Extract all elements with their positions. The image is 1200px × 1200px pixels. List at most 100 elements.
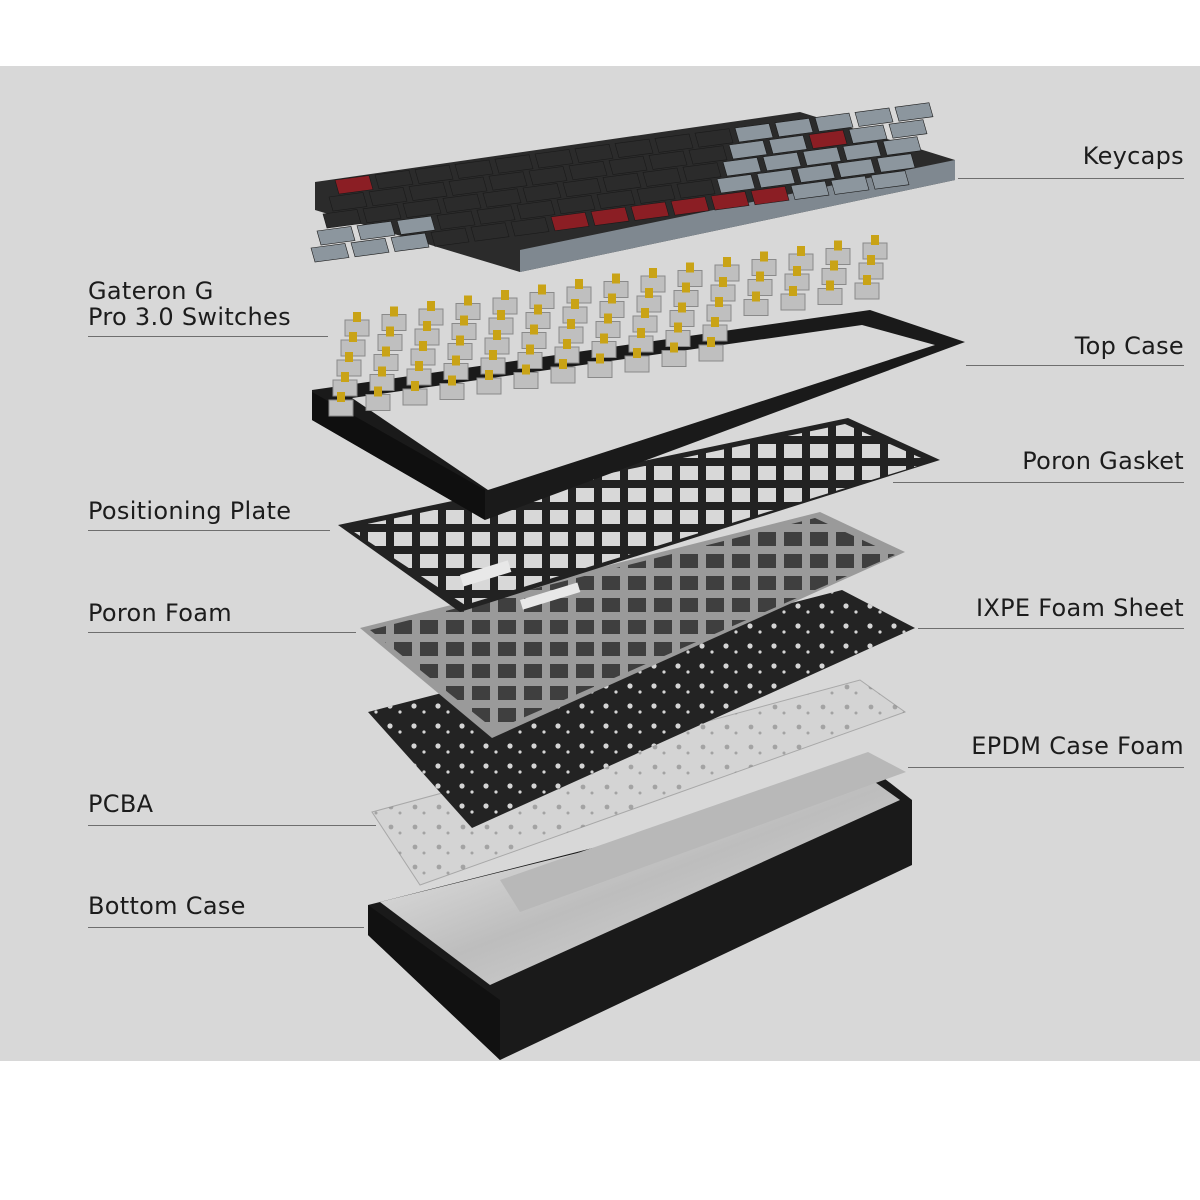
keycap xyxy=(528,166,568,186)
keycap xyxy=(802,146,842,166)
keycap xyxy=(808,129,848,149)
switch xyxy=(587,353,613,378)
keycap xyxy=(574,143,614,164)
leader-line-keycaps xyxy=(958,178,1184,179)
switch xyxy=(743,291,769,316)
keycap xyxy=(734,123,774,143)
keycap xyxy=(728,140,768,160)
keycap xyxy=(848,124,888,144)
keycap xyxy=(768,134,808,155)
switch xyxy=(780,286,806,311)
label-switches-line2: Pro 3.0 Switches xyxy=(88,303,291,331)
keycap xyxy=(396,215,436,235)
keycap xyxy=(688,145,728,165)
keycap xyxy=(442,193,482,213)
keycap xyxy=(482,188,522,208)
keycap xyxy=(408,181,448,201)
leader-line-positioning-plate xyxy=(88,530,330,531)
keycap xyxy=(608,155,648,175)
keycap xyxy=(716,174,756,194)
label-gateron-switches: Gateron G Pro 3.0 Switches xyxy=(88,278,291,330)
keycap xyxy=(590,206,630,226)
keycap xyxy=(390,232,430,252)
switch xyxy=(854,275,880,300)
keycap xyxy=(430,227,470,247)
keycap xyxy=(362,203,402,224)
keycap xyxy=(310,243,350,263)
keycap xyxy=(796,163,836,183)
top-case-part xyxy=(312,310,965,520)
keycap xyxy=(854,107,894,127)
leader-line-bottom-case xyxy=(88,927,364,928)
keycap xyxy=(334,175,374,195)
keycap xyxy=(830,175,870,195)
leader-line-switches xyxy=(88,336,328,337)
epdm-case-foam-part xyxy=(500,752,906,912)
keycaps-part xyxy=(310,102,955,272)
keycap xyxy=(522,183,562,203)
keycap xyxy=(710,191,750,211)
leader-line-top-case xyxy=(966,365,1184,366)
keycap xyxy=(402,198,442,218)
label-epdm-case-foam: EPDM Case Foam xyxy=(971,732,1184,760)
keycap xyxy=(476,205,516,225)
keycap xyxy=(550,211,590,232)
leader-line-pcba xyxy=(88,825,376,826)
keycap xyxy=(602,172,642,192)
keycap xyxy=(630,201,670,221)
keycap xyxy=(350,237,390,258)
keycap xyxy=(436,210,476,230)
bottom-case-part xyxy=(368,775,912,1060)
switch xyxy=(402,381,428,406)
keycap xyxy=(836,158,876,178)
keycap xyxy=(642,167,682,187)
leader-line-ixpe-foam-sheet xyxy=(918,628,1184,629)
switch xyxy=(476,370,502,395)
poron-foam-part xyxy=(360,512,905,738)
keycap xyxy=(654,133,694,153)
label-ixpe-foam-sheet: IXPE Foam Sheet xyxy=(975,594,1184,622)
leader-line-epdm-case-foam xyxy=(908,767,1184,768)
keycap xyxy=(762,151,802,172)
keycap xyxy=(516,200,556,220)
label-switches-line1: Gateron G xyxy=(88,277,214,305)
keycap xyxy=(568,160,608,181)
switch xyxy=(698,337,724,362)
label-poron-foam: Poron Foam xyxy=(88,599,232,627)
pcb-board-part xyxy=(368,590,915,828)
keycap xyxy=(870,170,910,190)
keycap xyxy=(534,149,574,169)
keycap xyxy=(374,169,414,190)
switches-part xyxy=(328,235,888,417)
leader-line-poron-gasket xyxy=(893,482,1184,483)
keycap xyxy=(814,112,854,132)
label-keycaps: Keycaps xyxy=(1082,142,1184,170)
keycap xyxy=(596,189,636,209)
label-pcba: PCBA xyxy=(88,790,154,818)
switch xyxy=(550,359,576,384)
keycap xyxy=(790,180,830,200)
keycap xyxy=(614,138,654,158)
keycap xyxy=(694,128,734,148)
keycap xyxy=(470,222,510,242)
switch xyxy=(624,348,650,373)
label-top-case: Top Case xyxy=(1074,332,1184,360)
switch xyxy=(365,386,391,411)
switch xyxy=(661,342,687,367)
keycap xyxy=(510,217,550,237)
keycap xyxy=(562,177,602,198)
keycap xyxy=(888,119,928,139)
keycap xyxy=(842,141,882,161)
keycap xyxy=(894,102,934,122)
keycap xyxy=(648,150,688,170)
keycap xyxy=(750,185,790,206)
label-positioning-plate: Positioning Plate xyxy=(88,497,292,525)
switch xyxy=(328,392,354,417)
keycap xyxy=(774,117,814,138)
keycap xyxy=(670,196,710,216)
keycap xyxy=(882,136,922,156)
leader-line-poron-foam xyxy=(88,632,356,633)
keycap xyxy=(682,162,722,182)
keycap xyxy=(454,159,494,179)
